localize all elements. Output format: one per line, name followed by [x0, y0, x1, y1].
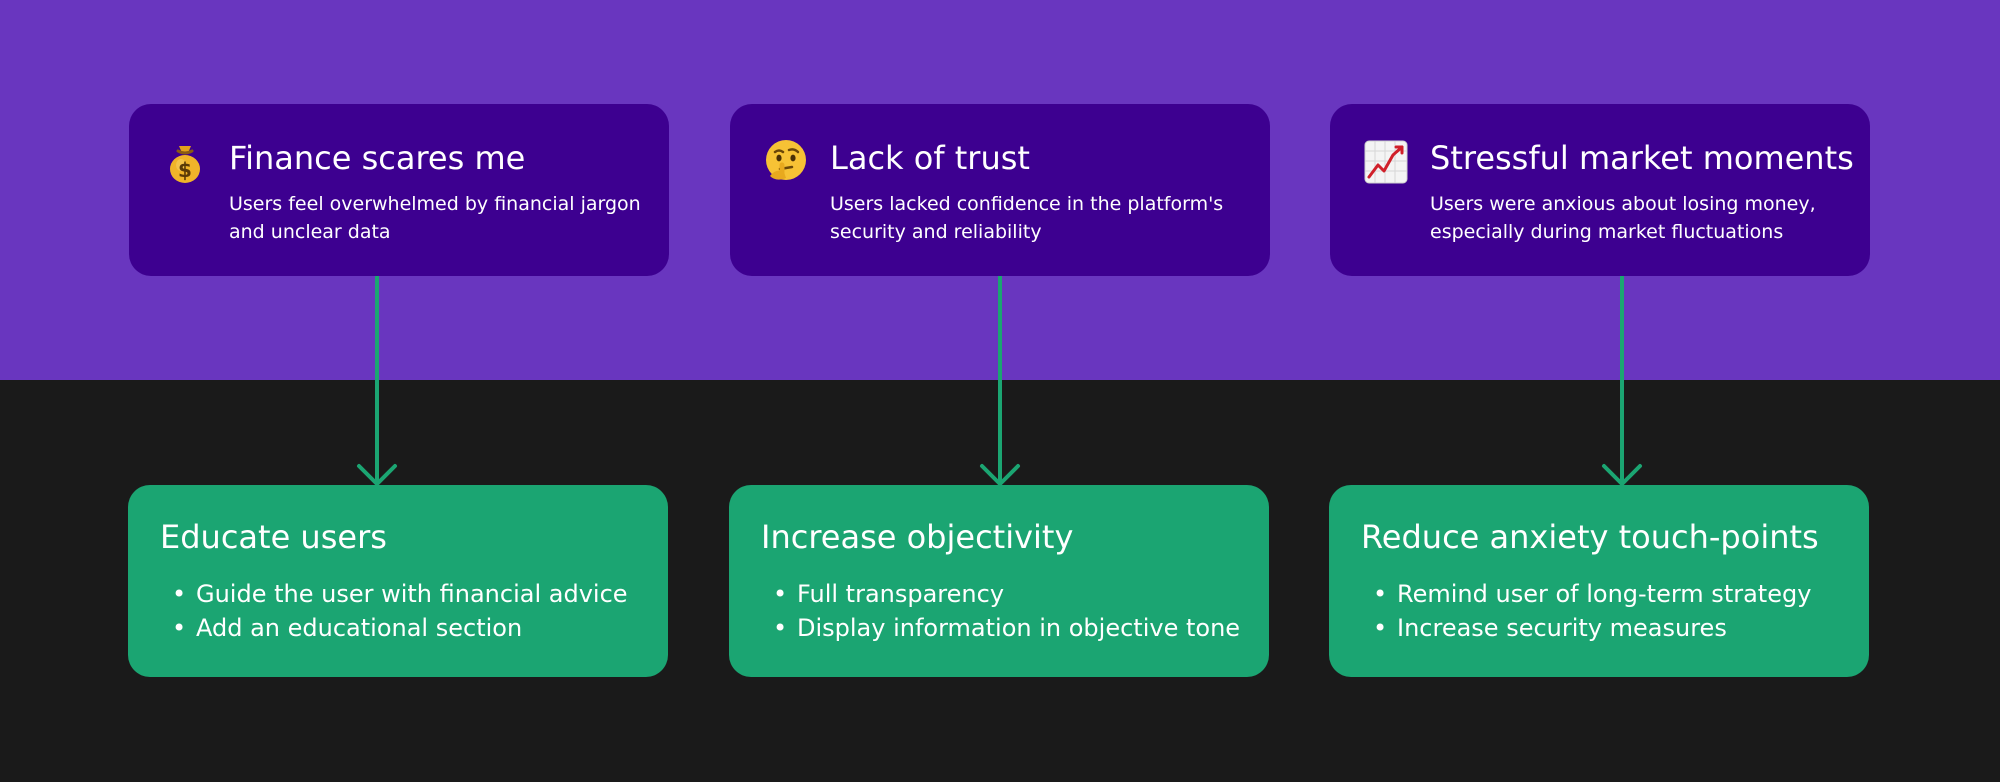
list-item: • Full transparency — [761, 577, 1240, 611]
bullet-icon: • — [773, 614, 788, 642]
list-item: • Remind user of long-term strategy — [1361, 577, 1811, 611]
problem-description: Users were anxious about losing money, e… — [1430, 193, 1816, 243]
problem-title: Lack of trust — [830, 139, 1030, 177]
bullet-icon: • — [1373, 614, 1388, 642]
list-item-text: Display information in objective tone — [797, 614, 1241, 642]
problem-title: Finance scares me — [229, 139, 526, 177]
list-item: • Display information in objective tone — [761, 611, 1240, 645]
list-item-text: Full transparency — [797, 580, 1005, 608]
solution-title: Educate users — [160, 518, 387, 556]
solution-bullet-list: • Guide the user with financial advice • A… — [160, 577, 628, 645]
list-item: • Increase security measures — [1361, 611, 1811, 645]
solution-title: Reduce anxiety touch-points — [1361, 518, 1819, 556]
list-item-text: Add an educational section — [196, 614, 523, 642]
bullet-icon: • — [172, 614, 187, 642]
chart-increasing-icon — [1362, 138, 1410, 186]
list-item-text: Increase security measures — [1397, 614, 1727, 642]
problem-card-finance: $ Finance scares me Users feel overwhelm… — [129, 104, 669, 276]
problem-description: Users feel overwhelmed by financial jarg… — [229, 193, 641, 243]
solution-bullet-list: • Full transparency • Display information … — [761, 577, 1240, 645]
bullet-icon: • — [172, 580, 187, 608]
list-item: • Add an educational section — [160, 611, 628, 645]
problem-card-market: Stressful market moments Users were anxi… — [1330, 104, 1870, 276]
bullet-icon: • — [1373, 580, 1388, 608]
problem-title: Stressful market moments — [1430, 139, 1854, 177]
solution-bullet-list: • Remind user of long-term strategy • Incr… — [1361, 577, 1811, 645]
thinking-face-icon — [762, 138, 810, 186]
list-item-text: Guide the user with financial advice — [196, 580, 628, 608]
solution-card-educate: Educate users • Guide the user with finan… — [128, 485, 668, 677]
solution-title: Increase objectivity — [761, 518, 1074, 556]
problem-card-trust: Lack of trust Users lacked confidence in… — [730, 104, 1270, 276]
solution-card-objectivity: Increase objectivity • Full transparency … — [729, 485, 1269, 677]
list-item: • Guide the user with financial advice — [160, 577, 628, 611]
money-bag-icon: $ — [161, 138, 209, 186]
problem-description: Users lacked confidence in the platform'… — [830, 193, 1224, 243]
list-item-text: Remind user of long-term strategy — [1397, 580, 1812, 608]
bullet-icon: • — [773, 580, 788, 608]
solution-card-anxiety: Reduce anxiety touch-points • Remind user… — [1329, 485, 1869, 677]
svg-text:$: $ — [178, 158, 192, 182]
